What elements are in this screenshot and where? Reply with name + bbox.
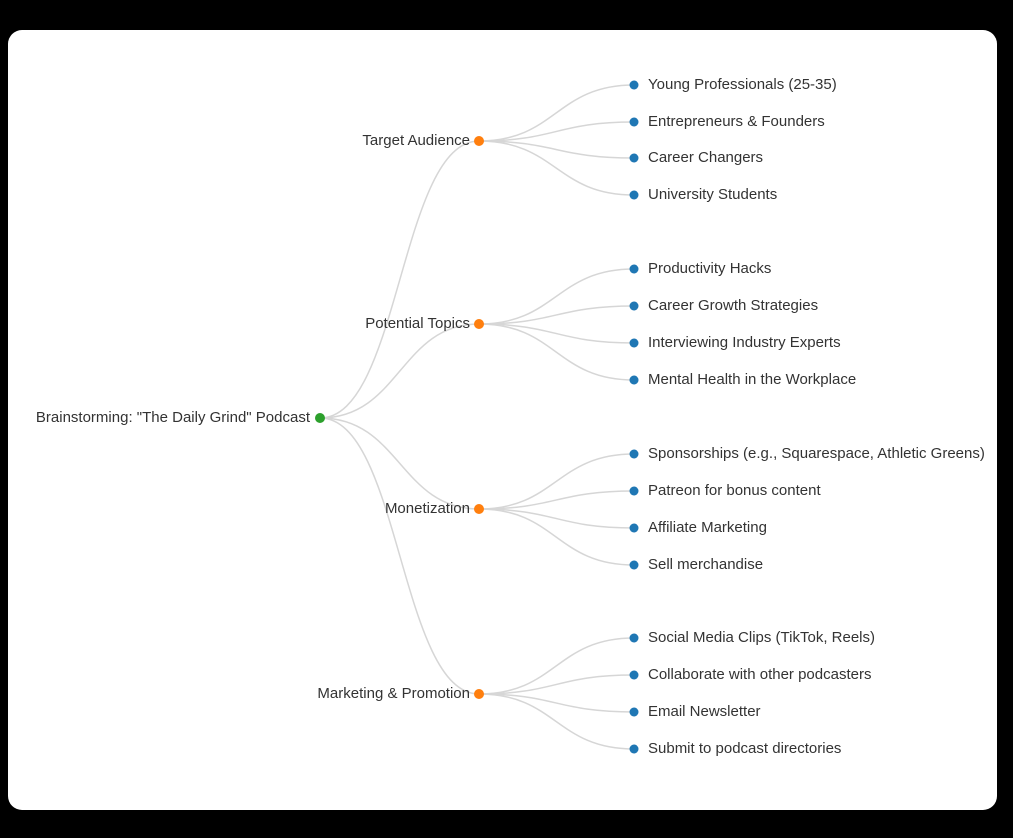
- leaf-dot[interactable]: [629, 523, 639, 533]
- leaf-label: Young Professionals (25-35): [648, 76, 837, 93]
- leaf-label: Career Growth Strategies: [648, 297, 819, 314]
- link-leaf: [478, 508, 635, 566]
- link-leaf: [478, 84, 635, 142]
- root-node-dot[interactable]: [315, 413, 325, 423]
- leaf-label: University Students: [648, 186, 778, 203]
- branch-dot-marketing-promotion[interactable]: [474, 689, 484, 699]
- leaf-dot[interactable]: [629, 301, 639, 311]
- leaf-label: Sponsorships (e.g., Squarespace, Athleti…: [648, 445, 985, 462]
- leaf-dot[interactable]: [629, 338, 639, 348]
- link-leaf: [478, 637, 635, 695]
- link-leaf: [478, 140, 635, 196]
- leaf-dot[interactable]: [629, 707, 639, 717]
- branch-dot-monetization[interactable]: [474, 504, 484, 514]
- branch-dot-potential-topics[interactable]: [474, 319, 484, 329]
- link-leaf: [478, 508, 635, 529]
- link-leaf: [478, 453, 635, 510]
- leaf-label: Social Media Clips (TikTok, Reels): [648, 629, 876, 646]
- link-root-potential-topics: [319, 323, 480, 419]
- leaf-dot[interactable]: [629, 117, 639, 127]
- leaf-label: Affiliate Marketing: [648, 519, 767, 536]
- link-root-marketing-promotion: [319, 417, 480, 695]
- link-leaf: [478, 490, 635, 510]
- leaf-dot[interactable]: [629, 449, 639, 459]
- link-leaf: [478, 140, 635, 159]
- link-leaf: [478, 693, 635, 750]
- link-leaf: [478, 323, 635, 381]
- leaf-label: Entrepreneurs & Founders: [648, 113, 825, 130]
- link-leaf: [478, 268, 635, 325]
- branch-label-marketing-promotion: Marketing & Promotion: [317, 685, 470, 702]
- link-root-target-audience: [319, 140, 480, 419]
- branch-label-potential-topics: Potential Topics: [365, 315, 470, 332]
- leaf-dot[interactable]: [629, 375, 639, 385]
- branch-label-target-audience: Target Audience: [362, 132, 470, 149]
- leaf-label: Mental Health in the Workplace: [648, 371, 857, 388]
- leaf-label: Patreon for bonus content: [648, 482, 821, 499]
- root-node-label: Brainstorming: "The Daily Grind" Podcast: [35, 409, 310, 426]
- leaf-label: Collaborate with other podcasters: [648, 666, 872, 683]
- leaf-label: Email Newsletter: [648, 703, 761, 720]
- leaf-label: Submit to podcast directories: [648, 740, 842, 757]
- leaf-dot[interactable]: [629, 486, 639, 496]
- link-leaf: [478, 693, 635, 713]
- leaf-label: Interviewing Industry Experts: [648, 334, 841, 351]
- mindmap-card: [8, 30, 997, 810]
- leaf-label: Career Changers: [648, 149, 764, 166]
- leaf-dot[interactable]: [629, 670, 639, 680]
- link-leaf: [478, 674, 635, 695]
- link-leaf: [478, 121, 635, 142]
- leaf-label: Productivity Hacks: [648, 260, 772, 277]
- leaf-dot[interactable]: [629, 264, 639, 274]
- leaf-dot[interactable]: [629, 153, 639, 163]
- link-leaf: [478, 305, 635, 325]
- leaf-dot[interactable]: [629, 633, 639, 643]
- leaf-dot[interactable]: [629, 560, 639, 570]
- branch-dot-target-audience[interactable]: [474, 136, 484, 146]
- leaf-dot[interactable]: [629, 744, 639, 754]
- link-root-monetization: [319, 417, 480, 510]
- branch-label-monetization: Monetization: [384, 500, 470, 517]
- leaf-dot[interactable]: [629, 190, 639, 200]
- link-leaf: [478, 323, 635, 344]
- leaf-label: Sell merchandise: [648, 556, 764, 573]
- leaf-dot[interactable]: [629, 80, 639, 90]
